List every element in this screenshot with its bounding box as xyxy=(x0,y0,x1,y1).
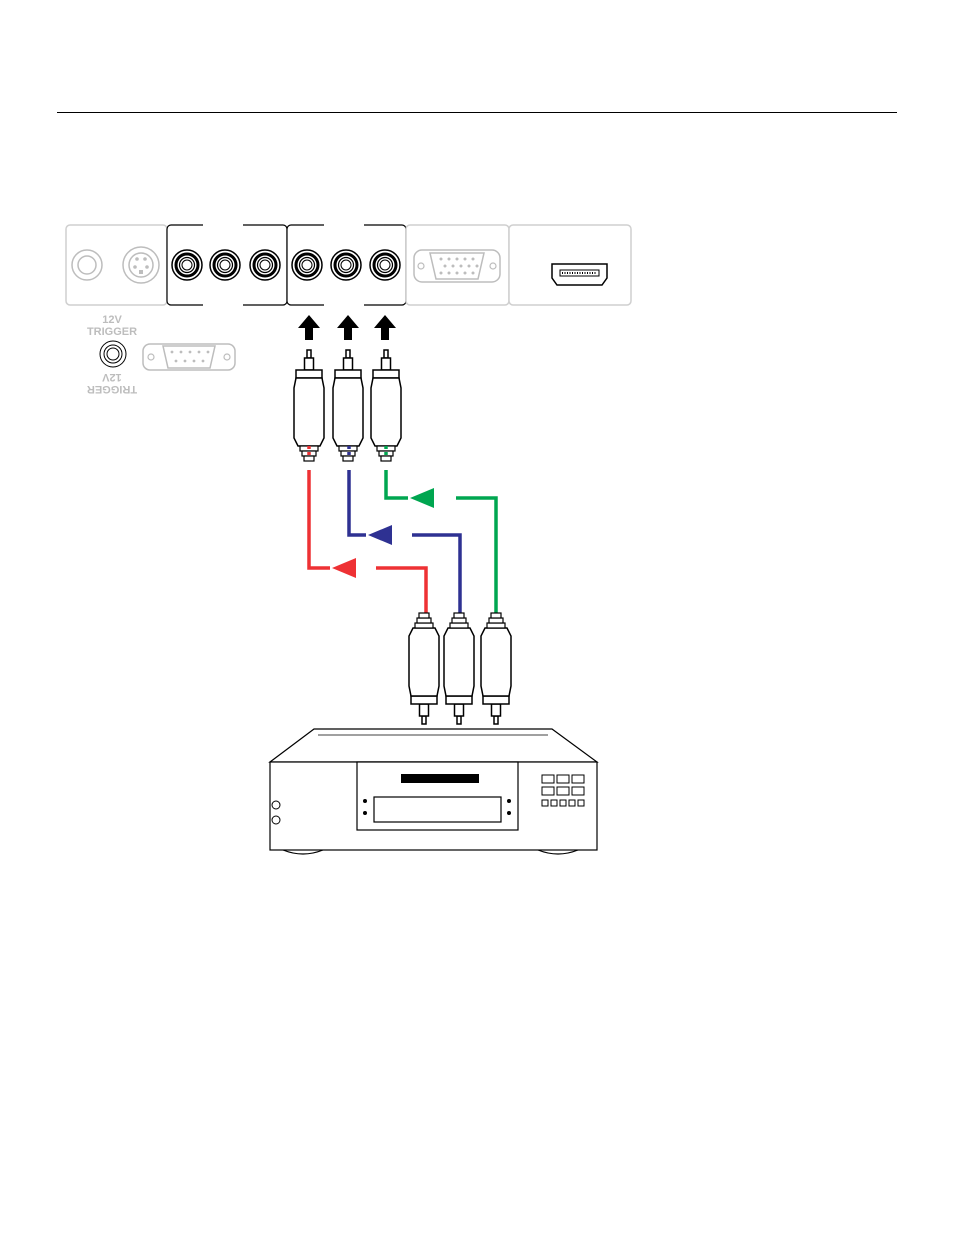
vga-port-icon xyxy=(414,250,500,282)
trigger-label-flipped-line1: TRIGGER xyxy=(87,383,137,395)
s-video-port-icon xyxy=(123,247,159,283)
rca-plug-icon xyxy=(481,613,511,724)
rca-jack-icon xyxy=(370,250,400,280)
red-cable xyxy=(309,446,426,618)
rca-plug-icon xyxy=(371,350,401,461)
rs232-port-icon xyxy=(143,344,235,370)
rca-plug-icon xyxy=(444,613,474,724)
trigger-label-line1: 12V xyxy=(102,314,122,326)
rca-jack-icon xyxy=(292,250,322,280)
rca-plug-icon xyxy=(409,613,439,724)
cables xyxy=(309,446,496,618)
arrow-up-icon xyxy=(374,315,396,340)
audio-jack-icon xyxy=(72,250,102,280)
arrow-up-icon xyxy=(337,315,359,340)
projector-connector-panel xyxy=(66,223,631,307)
trigger-label-line2: TRIGGER xyxy=(87,326,137,338)
rca-plug-icon xyxy=(333,350,363,461)
rca-jack-icon xyxy=(250,250,280,280)
rca-jack-icon xyxy=(331,250,361,280)
trigger-jack-icon xyxy=(100,341,126,367)
green-cable xyxy=(386,446,496,618)
hdmi-port-icon xyxy=(552,264,607,285)
dvd-player-icon xyxy=(270,729,597,854)
blue-cable xyxy=(349,446,460,618)
arrow-up-icon xyxy=(298,315,320,340)
trigger-area: 12V TRIGGER TRIGGER 12V xyxy=(87,314,235,395)
rca-jack-icon xyxy=(172,250,202,280)
rca-plug-icon xyxy=(294,350,324,461)
trigger-label-flipped-line2: 12V xyxy=(102,371,122,383)
rca-jack-icon xyxy=(210,250,240,280)
